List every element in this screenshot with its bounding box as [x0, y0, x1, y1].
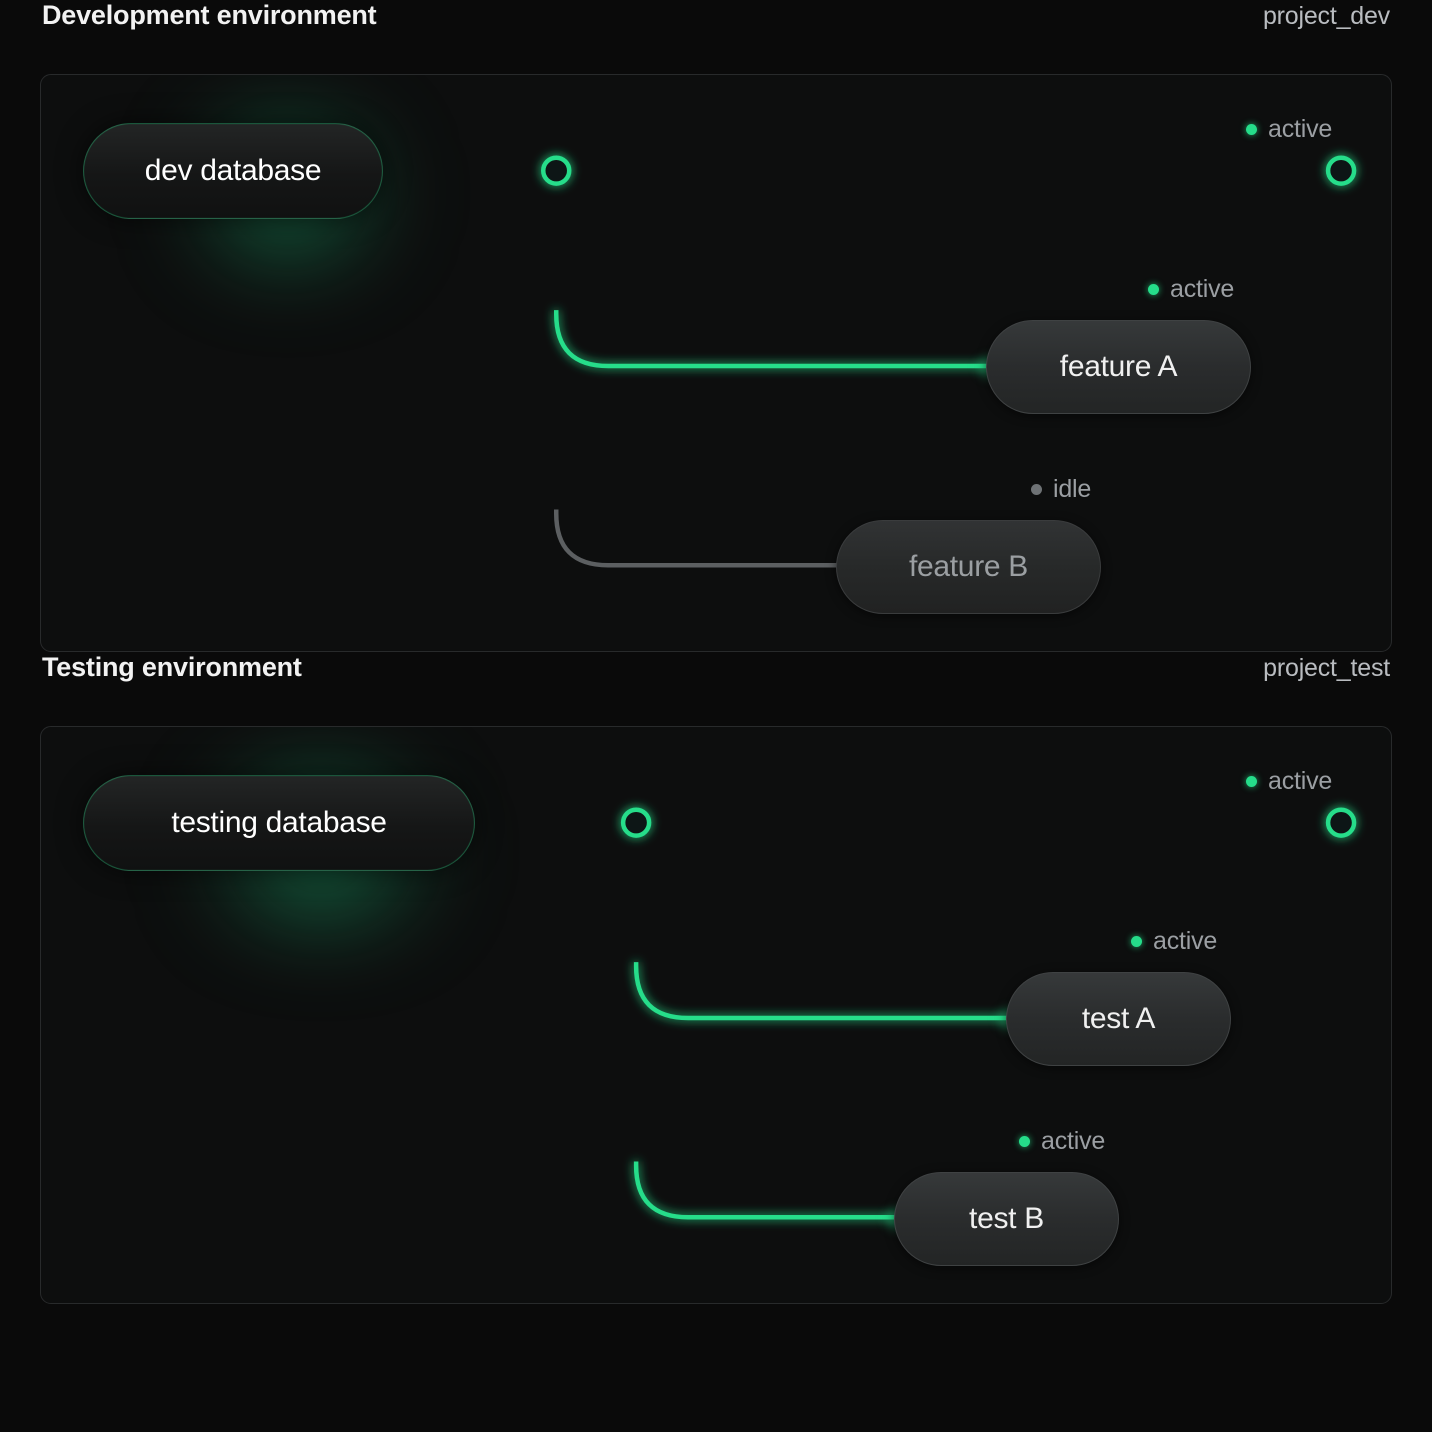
status-label: active [1170, 275, 1235, 303]
section-header-testing: Testing environment project_test [40, 652, 1392, 726]
edge-trunk-to-feature-b [553, 509, 840, 568]
section-development-environment: Development environment project_dev [40, 0, 1392, 652]
node-label-dev-database: dev database [144, 154, 322, 187]
edge-trunk-to-test-a [633, 962, 1008, 1021]
status-badge-feature-b: idle [1031, 475, 1091, 504]
node-test-a[interactable]: test A [1006, 972, 1231, 1066]
status-dot-icon [1148, 284, 1159, 295]
endpoint-node-testing[interactable] [1325, 807, 1357, 838]
status-dot-icon [1031, 484, 1042, 495]
status-badge-test-b: active [1019, 1127, 1105, 1156]
status-label: active [1268, 115, 1333, 143]
project-label-development: project_dev [1262, 2, 1390, 30]
status-badge-test-a: active [1131, 927, 1217, 956]
endpoint-node-development[interactable] [1325, 155, 1357, 186]
page-title-development: Development environment [42, 0, 377, 30]
junction-node-development[interactable] [541, 155, 572, 186]
connection-graph-testing [41, 727, 1391, 1303]
node-label-feature-a: feature A [1059, 350, 1178, 383]
edge-trunk-to-test-b [633, 1161, 896, 1220]
status-badge-testing-trunk: active [1246, 767, 1332, 796]
node-label-test-a: test A [1081, 1002, 1156, 1035]
graph-svg-development [382, 155, 1357, 568]
node-label-feature-b: feature B [908, 550, 1029, 583]
node-label-test-b: test B [969, 1202, 1044, 1235]
environment-card-testing: testing database active test A active te… [40, 726, 1392, 1304]
status-label: idle [1053, 475, 1092, 503]
status-dot-icon [1246, 776, 1257, 787]
status-dot-icon [1131, 936, 1142, 947]
graph-svg-testing [474, 807, 1357, 1220]
project-label-testing: project_test [1263, 654, 1390, 682]
node-label-testing-database: testing database [171, 806, 387, 839]
page-title-testing: Testing environment [42, 652, 302, 682]
status-label: active [1268, 767, 1333, 795]
edge-trunk-to-feature-a [553, 310, 988, 369]
node-feature-a[interactable]: feature A [986, 320, 1251, 414]
status-dot-icon [1019, 1136, 1030, 1147]
node-feature-b[interactable]: feature B [836, 520, 1101, 614]
status-badge-feature-a: active [1148, 275, 1234, 304]
status-dot-icon [1246, 124, 1257, 135]
section-testing-environment: Testing environment project_test [40, 652, 1392, 1304]
status-label: active [1041, 1127, 1106, 1155]
node-testing-database[interactable]: testing database [83, 775, 475, 871]
junction-node-testing[interactable] [620, 807, 652, 838]
status-label: active [1153, 927, 1218, 955]
status-badge-development-trunk: active [1246, 115, 1332, 144]
section-header-development: Development environment project_dev [40, 0, 1392, 74]
environment-card-development: dev database active feature A active fea… [40, 74, 1392, 652]
node-test-b[interactable]: test B [894, 1172, 1119, 1266]
node-dev-database[interactable]: dev database [83, 123, 383, 219]
connection-graph-development [41, 75, 1391, 651]
